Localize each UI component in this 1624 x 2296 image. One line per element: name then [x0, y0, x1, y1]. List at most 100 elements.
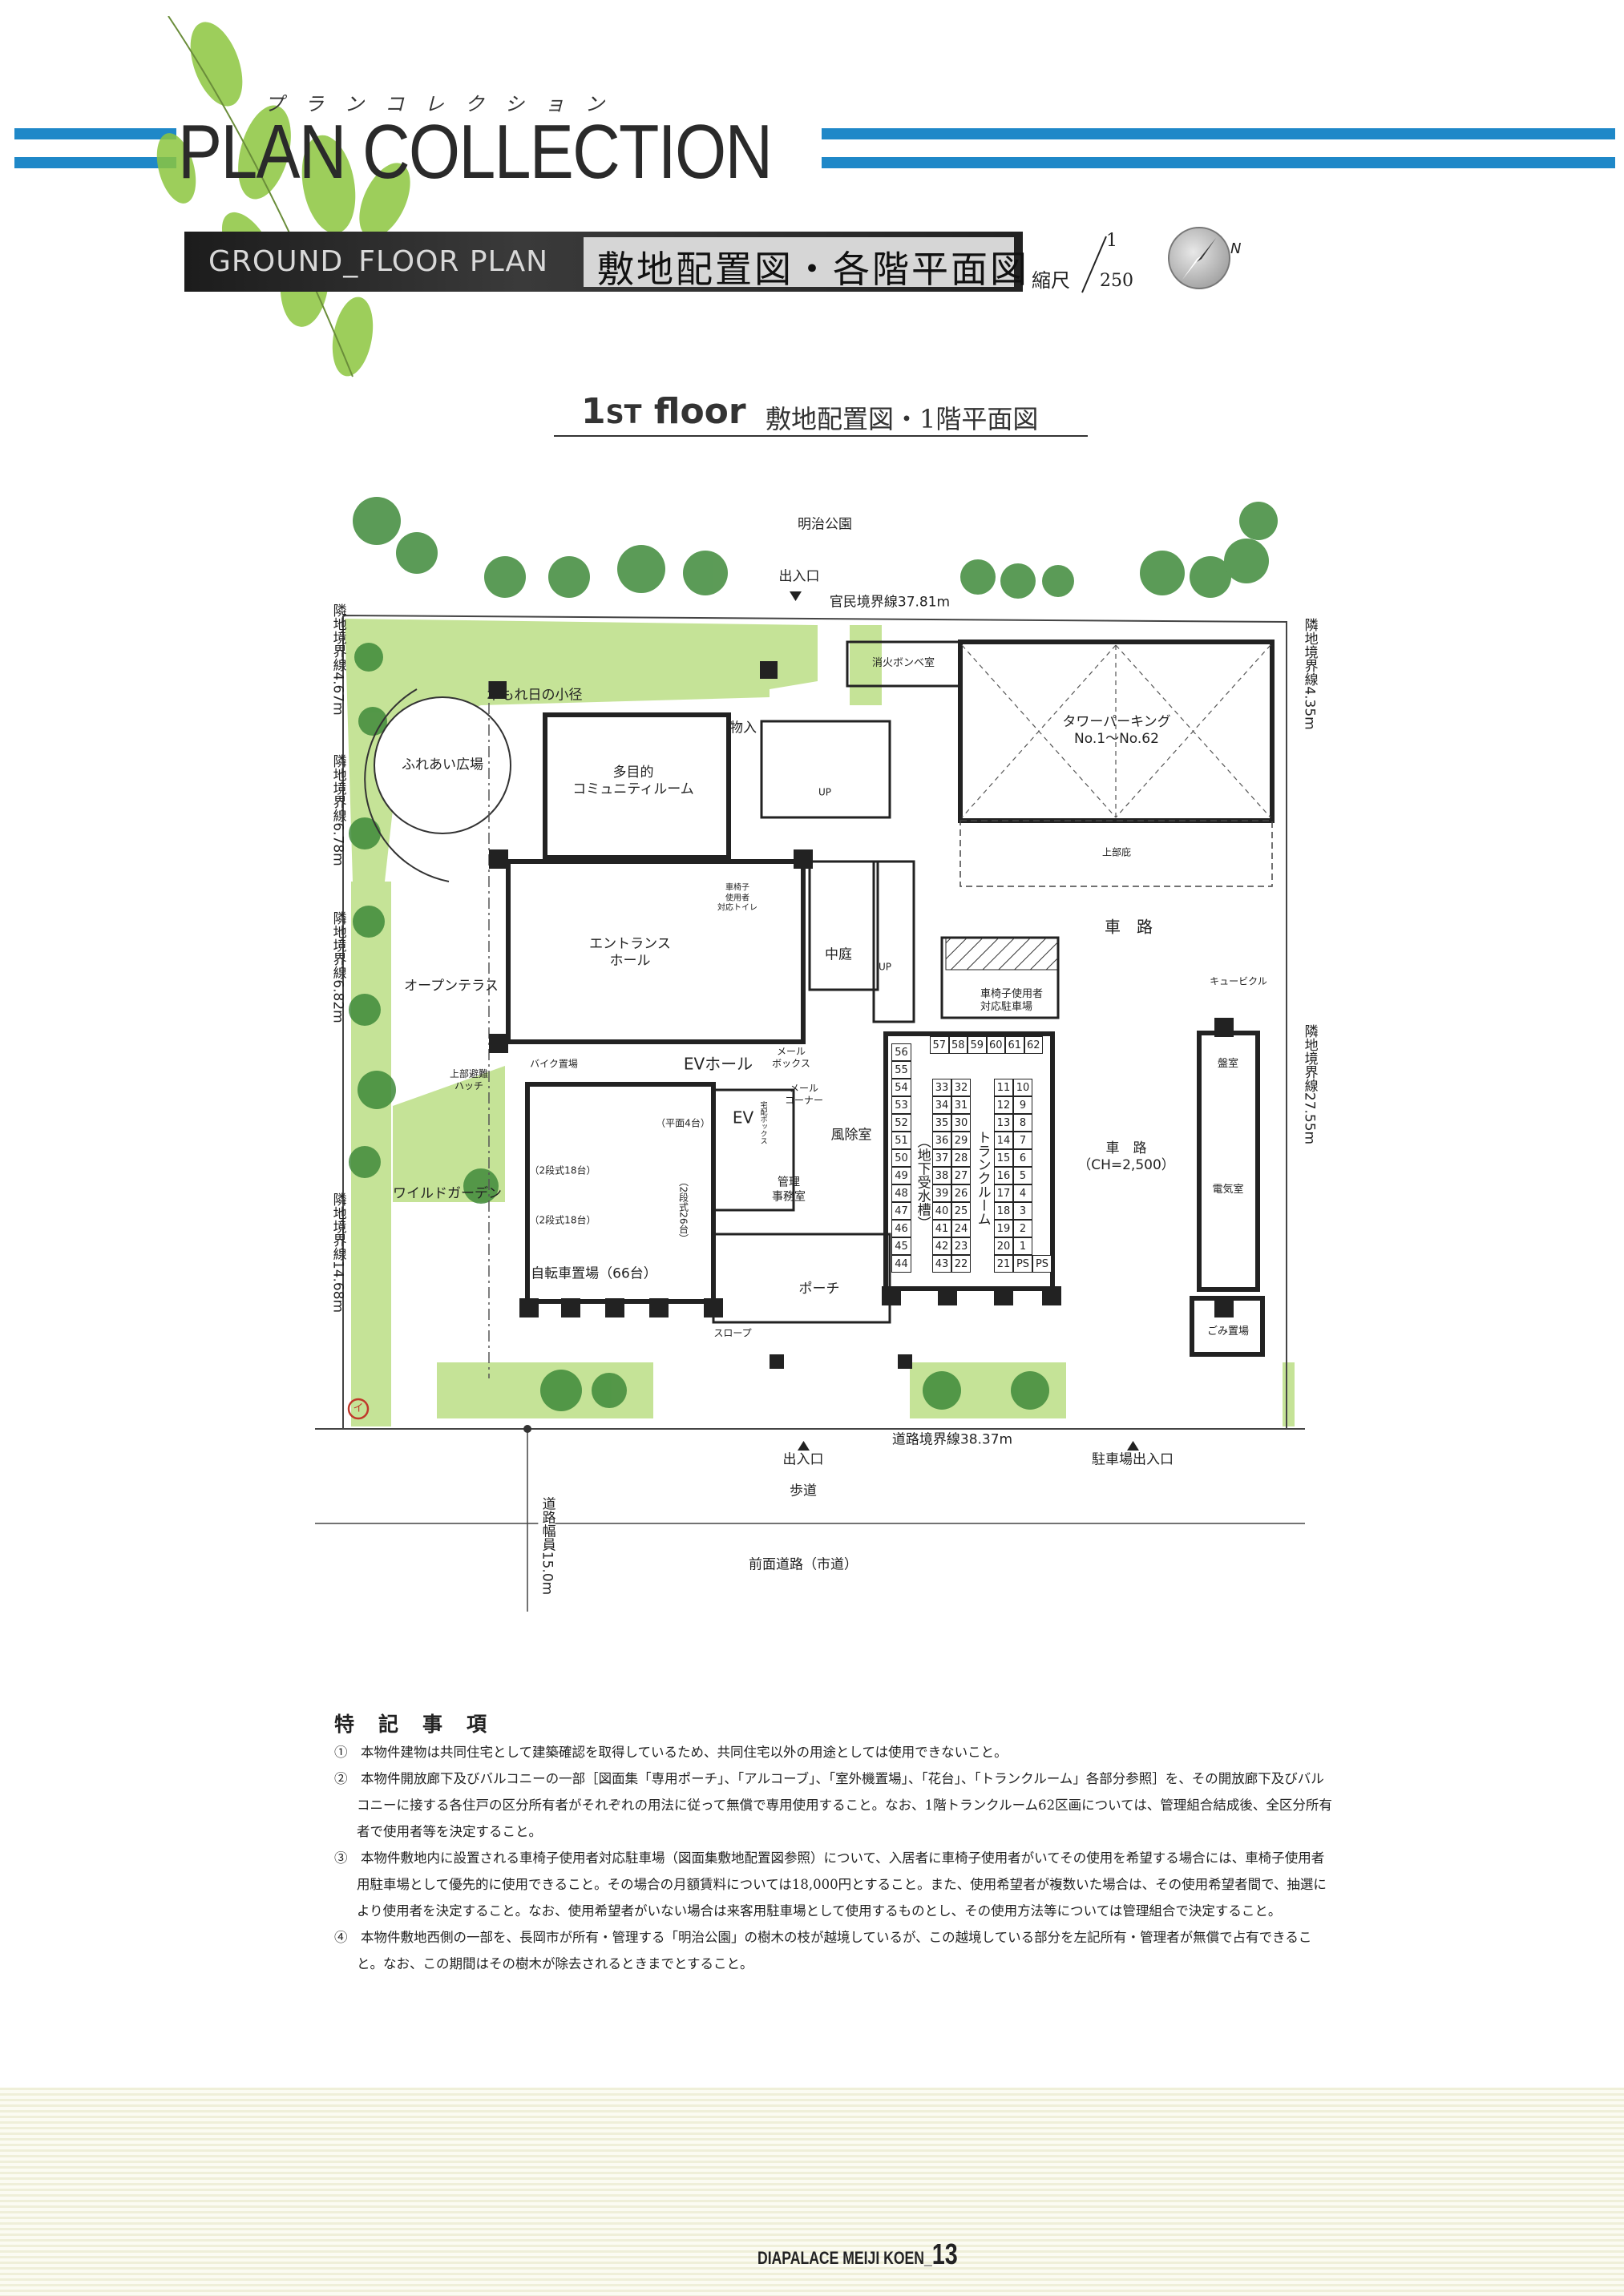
trunk-room-cell: 31: [951, 1096, 971, 1114]
note-item: ③ 本物件敷地内に設置される車椅子使用者対応駐車場（図面集敷地配置図参照）につい…: [334, 1850, 1327, 1919]
note-item: ④ 本物件敷地西側の一部を、長岡市が所有・管理する「明治公園」の樹木の枝が越境し…: [334, 1930, 1312, 1971]
hatch-label: 上部避難 ハッチ: [449, 1068, 489, 1092]
path-label: 木もれ日の小径: [487, 687, 583, 704]
mailbox-label: メール ボックス: [772, 1046, 810, 1069]
note-item: ② 本物件開放廊下及びバルコニーの一部［図面集「専用ポーチ」、「アルコーブ」、「…: [334, 1771, 1332, 1839]
trunk-room-cell: 35: [932, 1114, 951, 1132]
wheelchair-parking-label: 車椅子使用者 対応駐車場: [980, 987, 1044, 1013]
trunk-room-cell: 26: [951, 1184, 971, 1202]
trunk-room-cell: 7: [1013, 1132, 1032, 1149]
east-boundary-2: 隣地境界線27.55m: [1301, 1023, 1318, 1145]
trunk-room-cell: 6: [1013, 1149, 1032, 1167]
trunk-room-cell: 28: [951, 1149, 971, 1167]
water-tank-label: （地下受水槽）: [913, 1134, 931, 1230]
floor-suffix: ST: [605, 399, 642, 430]
trunk-room-cell: 13: [994, 1114, 1013, 1132]
tower-parking-label: タワーパーキング No.1〜No.62: [1062, 713, 1171, 747]
community-room: [543, 712, 731, 860]
footer-brand: DIAPALACE MEIJI KOEN_13: [757, 2237, 958, 2271]
cubicle-label: キュービクル: [1210, 975, 1267, 987]
notes-list: ① 本物件建物は共同住宅として建築確認を取得しているため、共同住宅以外の用途とし…: [334, 1739, 1332, 1977]
front-road-label: 前面道路（市道）: [749, 1556, 858, 1573]
storage-label: 物入: [729, 720, 757, 736]
title-reading: プランコレクション: [265, 93, 625, 115]
trunk-room-cell: 45: [891, 1237, 911, 1255]
road-boundary-label: 道路境界線38.37m: [891, 1431, 1013, 1448]
trunk-room-cell: 14: [994, 1132, 1013, 1149]
trunk-room-cell: 19: [994, 1220, 1013, 1237]
wild-garden: [393, 1066, 505, 1202]
trunk-room-cell: 24: [951, 1220, 971, 1237]
notes-heading: 特記事項: [334, 1713, 511, 1736]
trunk-room-cell: 29: [951, 1132, 971, 1149]
trunk-room-cell: 1: [1013, 1237, 1032, 1255]
trunk-room-cell: 30: [951, 1114, 971, 1132]
park-label: 明治公園: [798, 516, 852, 533]
trunk-room-cell: 12: [994, 1096, 1013, 1114]
two-tier-26-label: （2段式26台）: [677, 1176, 689, 1244]
trunk-room-cell: 37: [932, 1149, 951, 1167]
trunk-room-cell: 20: [994, 1237, 1013, 1255]
trunk-room-cell: 18: [994, 1202, 1013, 1220]
west-boundary-1: 隣地境界線4.67m: [329, 603, 346, 716]
community-room-label: 多目的 コミュニティルーム: [572, 764, 694, 797]
stairs-up-label: UP: [818, 786, 832, 798]
section-title-box: [584, 237, 1014, 287]
management-office-label: 管理 事務室: [772, 1176, 806, 1204]
bike-parking-label: バイク置場: [530, 1058, 578, 1070]
trunk-room-cell: 51: [891, 1132, 911, 1149]
driveway-label: 車 路: [1105, 917, 1153, 937]
header-stripe: [14, 157, 176, 168]
west-boundary-4: 隣地境界線14.68m: [329, 1192, 346, 1313]
accessible-toilet-label: 車椅子 使用者 対応トイレ: [717, 883, 757, 913]
north-entrance-label: 出入口: [778, 568, 820, 585]
section-title-jp: 敷地配置図・各階平面図: [597, 248, 1029, 291]
footer-brand-name: DIAPALACE MEIJI KOEN_: [757, 2248, 932, 2268]
trunk-room-cell: 36: [932, 1132, 951, 1149]
trunk-room-cell: 48: [891, 1184, 911, 1202]
bicycle-parking-label: 自転車置場（66台）: [531, 1265, 657, 1282]
porch-label: ポーチ: [798, 1281, 840, 1297]
mail-corner-label: メール コーナー: [784, 1083, 824, 1106]
footer-band: [0, 2088, 1624, 2296]
section-title-en: GROUND_FLOOR PLAN: [208, 245, 549, 278]
floor-title-jp: 敷地配置図・1階平面図: [766, 404, 1039, 434]
west-boundary-3: 隣地境界線6.82m: [329, 911, 346, 1023]
two-tier-bike-label: （2段式18台）: [529, 1214, 596, 1226]
fire-cylinder-room-label: 消火ボンベ室: [871, 656, 935, 669]
trunk-room-cell: 25: [951, 1202, 971, 1220]
trunk-room-cell: 54: [891, 1079, 911, 1096]
north-boundary-label: 官民境界線37.81m: [829, 594, 951, 611]
ev-hall-label: EVホール: [683, 1054, 753, 1074]
trunk-room-cell: 50: [891, 1149, 911, 1167]
trunk-room-cell: 39: [932, 1184, 951, 1202]
trunk-room-cell: 41: [932, 1220, 951, 1237]
trunk-room-cell: 34: [932, 1096, 951, 1114]
stairs-up-label: UP: [878, 961, 892, 973]
trunk-room-cell: 10: [1013, 1079, 1032, 1096]
trunk-room-cell: 5: [1013, 1167, 1032, 1184]
wild-garden-label: ワイルドガーデン: [393, 1185, 502, 1202]
floor-plan-drawing: [315, 497, 1305, 1612]
entrance-hall-label: エントランス ホール: [589, 935, 671, 969]
trunk-room-cell: 62: [1024, 1036, 1043, 1054]
trunk-room-cell: 40: [932, 1202, 951, 1220]
trunk-room-cell: 55: [891, 1061, 911, 1079]
trunk-room-cell: 47: [891, 1202, 911, 1220]
road-width-label: 道路幅員15.0m: [538, 1496, 555, 1596]
trunk-room-cell: 53: [891, 1096, 911, 1114]
trunk-room-cell: 60: [986, 1036, 1005, 1054]
west-boundary-2: 隣地境界線6.78m: [329, 754, 346, 866]
trunk-room-cell: 15: [994, 1149, 1013, 1167]
scale-slash: [1081, 236, 1107, 293]
trunk-room-cell: 16: [994, 1167, 1013, 1184]
header-stripe: [822, 157, 1615, 168]
electric-room-label: 電気室: [1212, 1183, 1244, 1196]
tree-mark-label: イ: [353, 1402, 364, 1414]
trunk-room-cell: 59: [968, 1036, 987, 1054]
trunk-room-cell: 52: [891, 1114, 911, 1132]
trunk-room-cell: 2: [1013, 1220, 1032, 1237]
plaza-label: ふれあい広場: [402, 757, 483, 773]
south-entrance-label: 出入口: [782, 1451, 824, 1468]
parking-entrance-label: 駐車場出入口: [1092, 1451, 1174, 1468]
